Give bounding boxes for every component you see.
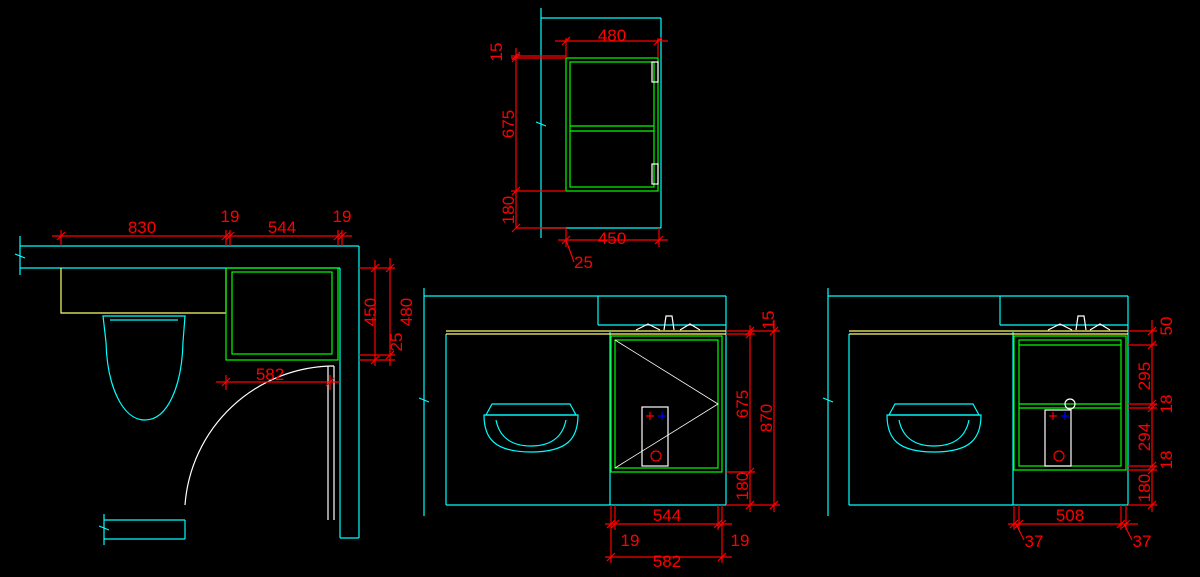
plan-width-c-label: 544 xyxy=(268,218,296,237)
plan-width-b-label: 19 xyxy=(221,207,240,226)
elevation-2-plumbing xyxy=(1044,398,1076,467)
plan-view: 830 19 544 19 450 480 25 582 xyxy=(14,207,416,545)
elev1-plinth-height-label: 180 xyxy=(733,472,752,500)
elevation-1: 15 675 870 180 544 19 19 582 xyxy=(418,288,780,571)
elevation-1-door-swing xyxy=(614,339,719,469)
elevation-2-cabinet xyxy=(1013,335,1127,471)
elevation-2-walls xyxy=(822,288,1129,516)
front-view-dimensions xyxy=(511,36,668,263)
elev2-plinth-height-label: 180 xyxy=(1135,474,1154,502)
elevation-2-dimensions xyxy=(1008,320,1157,541)
front-offset-label: 25 xyxy=(574,253,593,272)
plan-depth-b-label: 480 xyxy=(397,298,416,326)
elevation-1-cabinet xyxy=(610,335,723,473)
plan-cabinet-width-label: 582 xyxy=(256,365,284,384)
front-top-thickness-label: 15 xyxy=(487,43,506,62)
elev2-top-gap-label: 50 xyxy=(1157,317,1176,336)
plan-width-a-label: 830 xyxy=(128,218,156,237)
elev2-shelf-thickness-b-label: 18 xyxy=(1157,451,1176,470)
plan-view-door xyxy=(184,365,335,520)
front-view-hinges xyxy=(651,61,659,185)
front-view-cabinet xyxy=(565,57,659,192)
elevation-1-countertop xyxy=(446,330,726,335)
plan-depth-a-label: 450 xyxy=(361,298,380,326)
elev2-upper-shelf-label: 295 xyxy=(1135,362,1154,390)
elev2-side-left-label: 37 xyxy=(1025,532,1044,551)
plan-width-d-label: 19 xyxy=(333,207,352,226)
elev1-top-thickness-label: 15 xyxy=(759,311,778,330)
elev1-inner-width-label: 544 xyxy=(653,506,681,525)
elev1-cabinet-height-label: 675 xyxy=(733,390,752,418)
elevation-1-dimensions xyxy=(605,320,780,563)
elevation-1-faucet xyxy=(635,315,701,331)
elevation-2-faucet xyxy=(1047,315,1111,331)
plan-view-cabinet xyxy=(225,267,339,361)
elevation-2-basin xyxy=(886,403,982,453)
plan-view-walls xyxy=(14,236,360,545)
elev2-inner-width-label: 508 xyxy=(1056,506,1084,525)
plan-view-toilet xyxy=(102,315,186,421)
plan-gap-label: 25 xyxy=(387,333,406,352)
front-view: 480 15 675 180 450 25 xyxy=(487,8,668,272)
front-bottom-width-label: 450 xyxy=(598,229,626,248)
elev2-shelf-thickness-a-label: 18 xyxy=(1157,395,1176,414)
plan-view-dimensions xyxy=(52,230,395,390)
plan-view-countertop xyxy=(60,268,227,314)
elev1-overall-width-label: 582 xyxy=(653,552,681,571)
elevation-1-basin xyxy=(483,403,579,453)
elevation-2: 50 295 18 294 18 180 508 37 37 xyxy=(822,288,1176,551)
elev2-side-right-label: 37 xyxy=(1133,532,1152,551)
elev1-total-height-label: 870 xyxy=(757,404,776,432)
front-body-height-label: 675 xyxy=(499,110,518,138)
elevation-2-countertop xyxy=(849,330,1128,335)
elev1-side-right-label: 19 xyxy=(731,531,750,550)
elev1-side-left-label: 19 xyxy=(621,531,640,550)
elevation-1-walls xyxy=(418,288,727,516)
front-plinth-height-label: 180 xyxy=(499,196,518,224)
elevation-1-plumbing xyxy=(641,406,669,467)
elev2-lower-shelf-label: 294 xyxy=(1135,423,1154,451)
front-top-width-label: 480 xyxy=(598,26,626,45)
